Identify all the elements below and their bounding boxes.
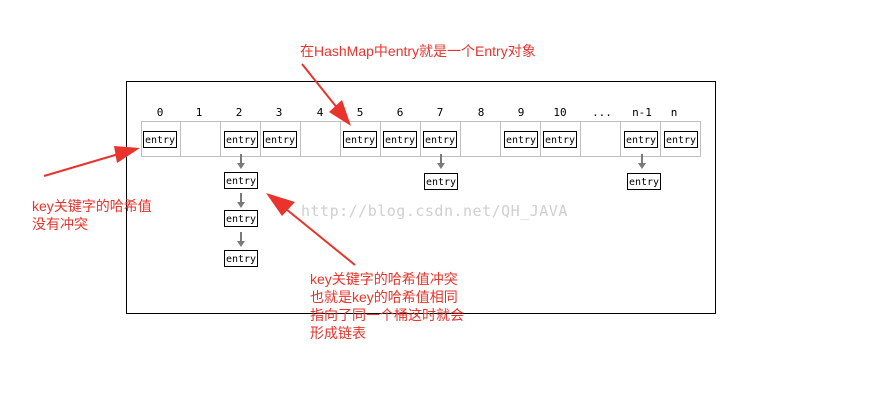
- bucket-index-3: 3: [275, 106, 283, 119]
- annotation-bottom-line4: 形成链表: [310, 325, 366, 341]
- bucket-slot: [301, 121, 341, 157]
- entry-box: entry: [664, 131, 698, 148]
- bucket-index-n: n: [670, 106, 678, 119]
- bucket-slot: [181, 121, 221, 157]
- annotation-left: key关键字的哈希值 没有冲突: [32, 197, 152, 233]
- bucket-index-9: 9: [517, 106, 525, 119]
- bucket-index-1: 1: [195, 106, 203, 119]
- bucket-slot: [621, 121, 661, 157]
- bucket-index-2: 2: [235, 106, 243, 119]
- entry-box: entry: [343, 131, 377, 148]
- annotation-bottom-line1: key关键字的哈希值冲突: [310, 271, 458, 287]
- entry-box: entry: [624, 131, 658, 148]
- bucket-index-ellipsis: ...: [592, 106, 612, 119]
- bucket-slot: [141, 121, 181, 157]
- bucket-slot: [261, 121, 301, 157]
- bucket-index-7: 7: [436, 106, 444, 119]
- entry-box: entry: [423, 131, 457, 148]
- bucket-index-n-1: n-1: [632, 106, 652, 119]
- bucket-array: [141, 121, 701, 157]
- annotation-left-line1: key关键字的哈希值: [32, 198, 152, 214]
- arrow-head-bottom: [266, 193, 295, 216]
- bucket-index-4: 4: [316, 106, 324, 119]
- arrow-line-bottom: [285, 208, 356, 266]
- entry-box: entry: [263, 131, 297, 148]
- entry-box: entry: [383, 131, 417, 148]
- bucket-index-10: 10: [553, 106, 567, 119]
- bucket-slot: [501, 121, 541, 157]
- bucket-index-0: 0: [156, 106, 164, 119]
- entry-box: entry: [224, 250, 258, 267]
- diagram-frame: [126, 81, 716, 314]
- arrow-head-left: [114, 146, 140, 163]
- entry-box: entry: [224, 172, 258, 189]
- entry-box: entry: [424, 173, 458, 190]
- bucket-slot: [421, 121, 461, 157]
- bucket-slot: [221, 121, 261, 157]
- bucket-index-6: 6: [396, 106, 404, 119]
- entry-box: entry: [143, 131, 177, 148]
- bucket-slot: [541, 121, 581, 157]
- bucket-slot: [581, 121, 621, 157]
- annotation-bottom-line2: 也就是key的哈希值相同: [310, 289, 458, 305]
- entry-box: entry: [224, 210, 258, 227]
- arrow-line-left: [43, 152, 123, 177]
- annotation-bottom-line3: 指向了同一个桶这时就会: [310, 307, 464, 323]
- arrow-line-top: [301, 63, 343, 115]
- annotation-bottom: key关键字的哈希值冲突 也就是key的哈希值相同 指向了同一个桶这时就会 形成…: [310, 270, 464, 342]
- entry-box: entry: [627, 173, 661, 190]
- entry-box: entry: [224, 131, 258, 148]
- annotation-top: 在HashMap中entry就是一个Entry对象: [300, 43, 536, 59]
- bucket-slot: [341, 121, 381, 157]
- entry-box: entry: [504, 131, 538, 148]
- bucket-slot: [461, 121, 501, 157]
- bucket-slot: [381, 121, 421, 157]
- entry-box: entry: [543, 131, 577, 148]
- arrow-head-top: [329, 100, 351, 126]
- watermark: http://blog.csdn.net/QH_JAVA: [301, 202, 568, 220]
- bucket-index-5: 5: [356, 106, 364, 119]
- bucket-index-8: 8: [477, 106, 485, 119]
- annotation-left-line2: 没有冲突: [32, 216, 88, 232]
